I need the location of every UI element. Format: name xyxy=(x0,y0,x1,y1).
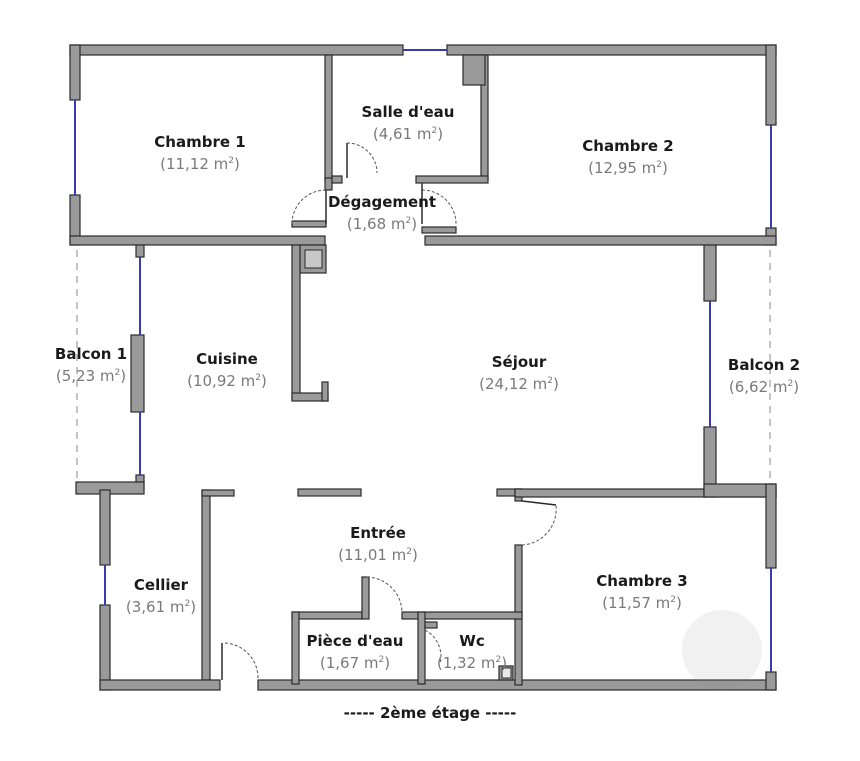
room-entree: Entrée (11,01 m2) xyxy=(338,524,418,565)
wall-top-left xyxy=(69,44,404,56)
room-area: (5,23 m2) xyxy=(55,367,127,385)
wall-sde-bottom xyxy=(415,175,489,184)
wall-ch1-sde xyxy=(324,54,333,183)
room-area: (1,68 m2) xyxy=(346,215,418,233)
room-name: Wc xyxy=(459,632,485,650)
room-chambre1: Chambre 1 (11,12 m2) xyxy=(154,133,245,174)
wall-sde-stub xyxy=(331,175,343,184)
room-balcon2: Balcon 2 (6,62 m2) xyxy=(728,356,800,397)
room-chambre2: Chambre 2 (12,95 m2) xyxy=(582,137,673,178)
room-name: Chambre 3 xyxy=(596,572,688,590)
door-ch1 xyxy=(291,189,327,225)
room-area: (6,62 m2) xyxy=(728,378,800,396)
wall-left-kitchen-a xyxy=(135,244,145,258)
room-chambre3: Chambre 3 (11,57 m2) xyxy=(596,572,687,613)
door-ch3-leaf xyxy=(521,500,557,506)
room-area: (24,12 m2) xyxy=(479,375,559,393)
balconies xyxy=(76,250,771,484)
wall-deg-left-stub xyxy=(291,220,327,228)
wall-pe-left xyxy=(291,611,300,685)
room-area: (4,61 m2) xyxy=(372,125,444,143)
room-area: (11,01 m2) xyxy=(338,546,418,564)
room-name: Balcon 1 xyxy=(54,345,128,363)
wall-cellier-left-b xyxy=(99,604,111,691)
room-area: (11,57 m2) xyxy=(602,594,682,612)
room-name: Cuisine xyxy=(196,350,258,368)
room-salle-eau: Salle d'eau (4,61 m2) xyxy=(362,103,455,144)
wall-ch1-deg xyxy=(324,177,333,191)
wall-right-sejour-c xyxy=(703,483,777,498)
windows xyxy=(74,49,772,672)
wall-left-kitchen-b xyxy=(130,334,145,413)
room-cuisine: Cuisine (10,92 m2) xyxy=(187,350,267,391)
door-entry xyxy=(224,642,259,679)
room-sejour: Séjour (24,12 m2) xyxy=(479,353,559,394)
room-name: Entrée xyxy=(350,524,406,542)
room-name: Salle d'eau xyxy=(361,103,455,121)
door-wc xyxy=(424,629,442,665)
wall-sde-niche xyxy=(462,54,486,86)
wall-right-upper-a xyxy=(765,44,777,126)
room-degagement: Dégagement (1,68 m2) xyxy=(328,193,436,234)
room-name: Chambre 2 xyxy=(582,137,674,155)
wall-bottom-left xyxy=(99,679,221,691)
room-wc: Wc (1,32 m2) xyxy=(437,632,507,673)
wc-toilet xyxy=(501,667,512,679)
room-balcon1: Balcon 1 (5,23 m2) xyxy=(55,345,127,386)
room-area: (12,95 m2) xyxy=(588,159,668,177)
room-piece-eau: Pièce d'eau (1,67 m2) xyxy=(307,632,404,673)
wall-entree-stub xyxy=(297,488,362,497)
watermark-circle xyxy=(682,610,762,690)
wall-ch3-right-a xyxy=(765,483,777,569)
wall-cellier-right xyxy=(201,489,211,681)
wall-row1-bottom-right xyxy=(424,235,777,246)
wall-kitchen-foot-up xyxy=(321,381,329,402)
room-area: (1,32 m2) xyxy=(436,654,508,672)
room-name: Cellier xyxy=(133,576,189,594)
watermark xyxy=(682,610,762,690)
room-name: Chambre 1 xyxy=(154,133,246,151)
floor-label: ----- 2ème étage ----- xyxy=(343,704,517,722)
room-area: (10,92 m2) xyxy=(187,372,267,390)
walls xyxy=(69,44,777,691)
room-area: (11,12 m2) xyxy=(160,155,240,173)
wall-pe-stub xyxy=(361,576,370,620)
room-name: Séjour xyxy=(491,353,547,371)
wall-cellier-top xyxy=(201,489,235,497)
wall-left-upper-a xyxy=(69,44,81,101)
door-pe xyxy=(366,576,403,613)
door-ch3 xyxy=(521,504,557,546)
wall-row1-bottom-left xyxy=(69,235,326,246)
wall-top-right xyxy=(446,44,777,56)
room-name: Pièce d'eau xyxy=(306,632,404,650)
room-name: Balcon 2 xyxy=(727,356,801,374)
room-name: Dégagement xyxy=(327,193,437,211)
door-sde xyxy=(346,142,378,174)
wall-ch3-right-b xyxy=(765,671,777,691)
room-area: (1,67 m2) xyxy=(319,654,391,672)
wall-wc-stub xyxy=(424,621,438,629)
wall-pe-top-right xyxy=(401,611,523,620)
room-area: (3,61 m2) xyxy=(125,598,197,616)
wall-cellier-left-a xyxy=(99,489,111,566)
wall-kitchen-sejour xyxy=(291,244,301,401)
wall-pe-top-left xyxy=(291,611,363,620)
room-cellier: Cellier (3,61 m2) xyxy=(126,576,196,617)
doors xyxy=(221,142,557,680)
pillar-fill xyxy=(304,249,512,679)
kitchen-pillar-inner xyxy=(304,249,323,269)
wall-deg-right-stub xyxy=(421,226,457,234)
wall-pe-wc xyxy=(417,611,426,685)
wall-right-sejour-a xyxy=(703,244,717,302)
door-ch2 xyxy=(421,189,457,225)
